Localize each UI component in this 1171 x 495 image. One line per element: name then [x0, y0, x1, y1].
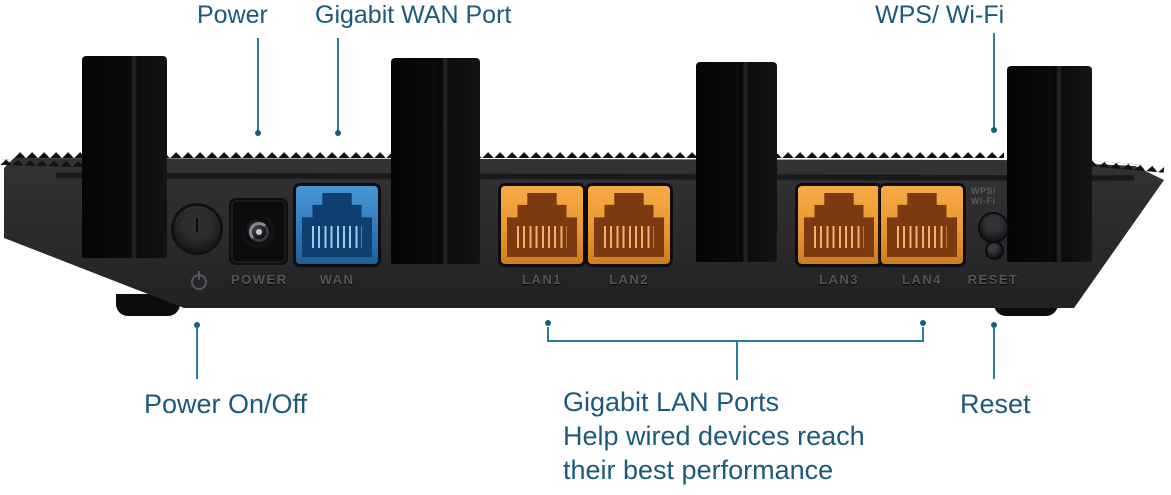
lan-bracket-dot-right: [920, 320, 926, 326]
leader-power: [257, 38, 259, 131]
dc-power-jack: [231, 200, 286, 263]
label-power-on-off: Power On/Off: [144, 389, 308, 419]
wps-wifi-button-label: WPS/ Wi-Fi: [971, 186, 997, 206]
lan-callout-desc2: their best performance: [563, 455, 834, 485]
lan-port-4: [881, 186, 963, 264]
lan1-pins: [517, 226, 567, 248]
lan3-pins: [814, 226, 864, 248]
power-symbol-icon: [191, 271, 207, 290]
lan-bracket-right-end: [922, 327, 924, 342]
antenna-4: [1007, 66, 1092, 262]
label-gigabit-lan-ports: Gigabit LAN Ports Help wired devices rea…: [563, 385, 865, 487]
label-wps-wifi: WPS/ Wi-Fi: [875, 1, 1005, 29]
leader-reset: [993, 327, 995, 379]
antenna-2: [391, 58, 480, 264]
lan4-pins: [897, 226, 947, 248]
panel-label-lan4: LAN4: [902, 272, 942, 287]
panel-label-lan3: LAN3: [819, 272, 859, 287]
antenna-3: [696, 62, 777, 262]
dc-jack-pin: [241, 214, 276, 249]
lan-port-1: [501, 186, 583, 264]
lan-port-2: [588, 186, 670, 264]
wan-port: [296, 186, 378, 264]
lan-callout-title: Gigabit LAN Ports: [563, 387, 780, 417]
leader-wps-dot: [991, 127, 997, 133]
lan2-pins: [604, 226, 654, 248]
leader-power-dot: [255, 130, 261, 136]
lan-bracket-dot-left: [545, 320, 551, 326]
power-button: [174, 206, 220, 252]
reset-button: [987, 243, 1002, 258]
panel-label-reset: RESET: [967, 272, 1019, 287]
panel-label-lan2: LAN2: [609, 272, 649, 287]
label-reset: Reset: [960, 389, 1031, 419]
wan-port-pins: [312, 226, 362, 248]
lan-bracket-left-end: [547, 327, 549, 342]
label-power: Power: [197, 1, 268, 29]
panel-label-wan: WAN: [319, 272, 355, 287]
lan-bracket-bar: [547, 340, 924, 342]
panel-label-power: POWER: [231, 272, 288, 287]
leader-wps: [993, 33, 995, 129]
label-gigabit-wan-port: Gigabit WAN Port: [315, 1, 512, 29]
leader-reset-dot: [991, 322, 997, 328]
leader-power-onoff-dot: [194, 322, 200, 328]
panel-label-lan1: LAN1: [522, 272, 562, 287]
lan-callout-desc1: Help wired devices reach: [563, 421, 865, 451]
wps-wifi-button: [980, 214, 1007, 241]
leader-wan-dot: [335, 130, 341, 136]
antenna-1: [82, 56, 167, 258]
lan-bracket-stem: [736, 342, 738, 380]
leader-power-onoff: [196, 327, 198, 379]
vent-ridge-top: [14, 152, 1004, 158]
lan-port-3: [798, 186, 880, 264]
leader-wan: [337, 38, 339, 131]
